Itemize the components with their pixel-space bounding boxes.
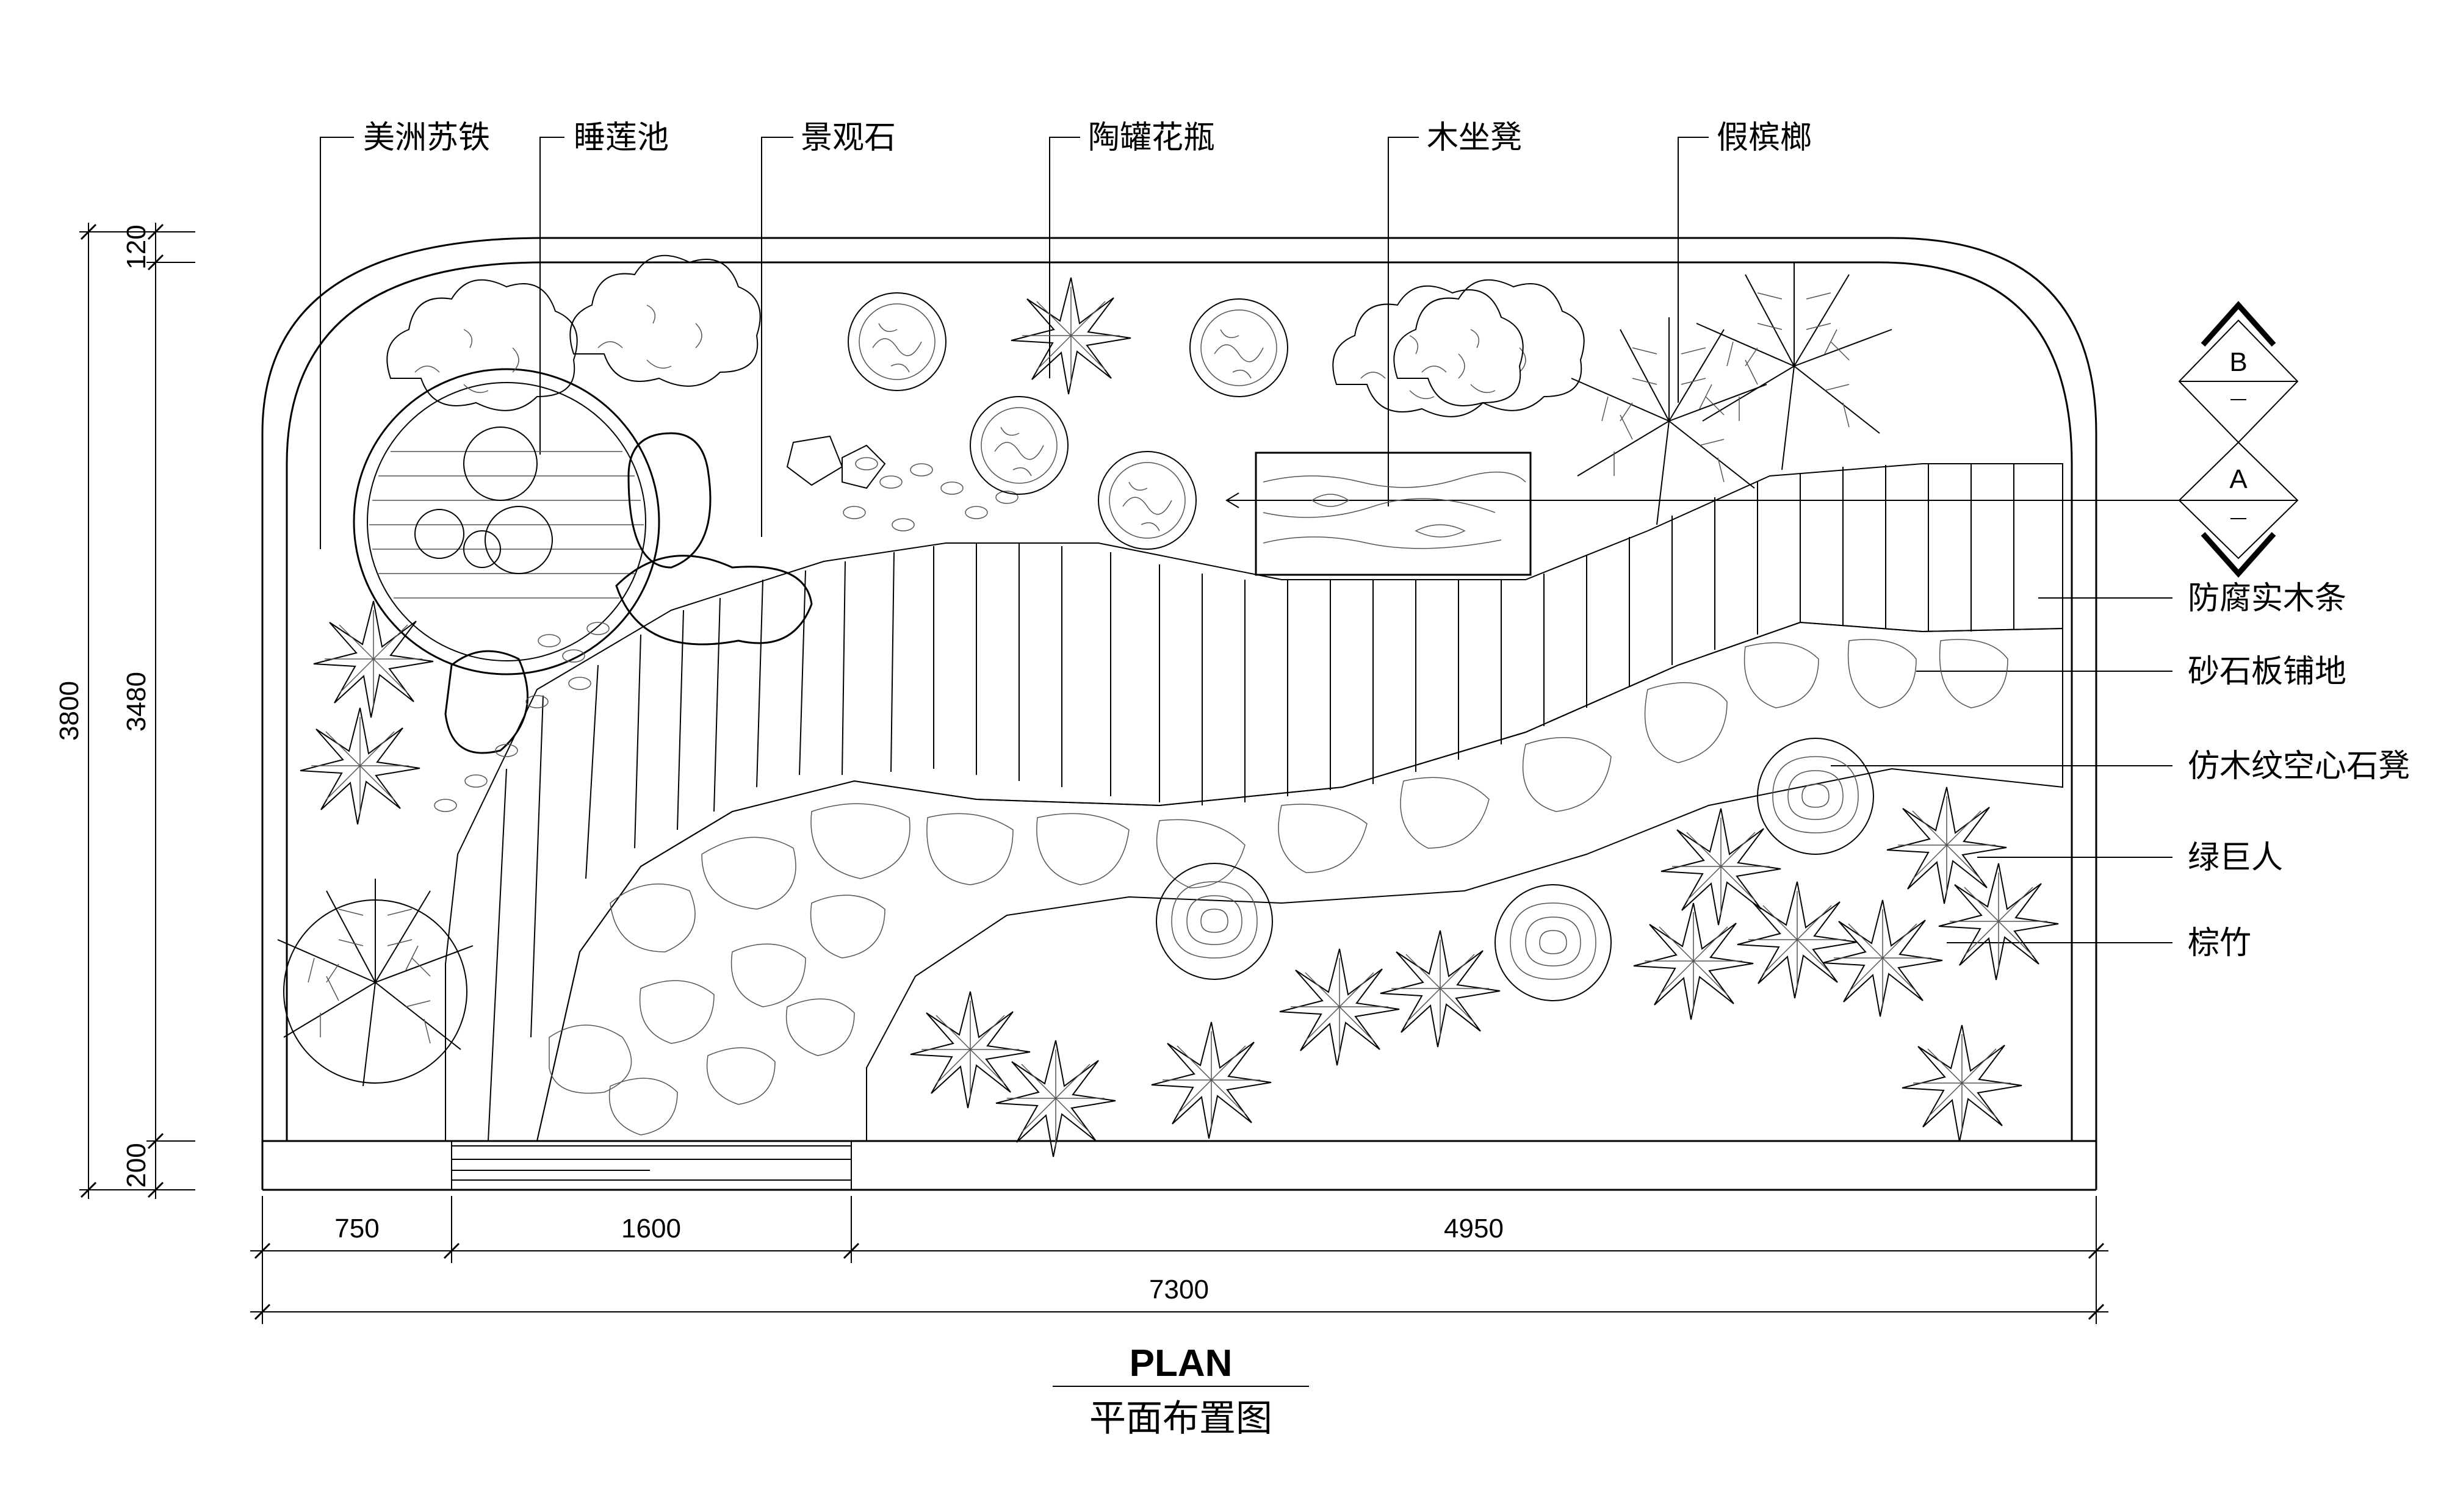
label-text: 睡莲池 [574,120,669,156]
label-text: 仿木纹空心石凳 [2188,748,2410,785]
top-labels: 美洲苏铁 睡莲池 景观石 陶罐花瓶 木坐凳 假槟榔 [320,120,1812,549]
palms [277,262,1892,1087]
label-stone-stool: 仿木纹空心石凳 [1831,748,2410,785]
dim-4950: 4950 [1444,1214,1504,1244]
entrance-steps [451,1141,852,1190]
bottom-dimensions: 750 1600 4950 7300 [250,1196,2108,1324]
gravel-stepping [434,457,1019,812]
timber-boardwalk [445,463,2063,1142]
wooden-bench [1255,452,1532,576]
stone-stools [1156,738,1874,1001]
label-philodendron: 绿巨人 [1977,840,2283,876]
landscape-stones [444,432,886,754]
section-marker-a: A [1225,441,2299,578]
label-text: 绿巨人 [2188,840,2283,876]
dim-3480: 3480 [121,672,151,732]
vase [848,292,946,391]
label-text: 木坐凳 [1427,120,1522,156]
section-markers: B A [1225,301,2299,578]
label-landscape-stone: 景观石 [761,120,896,537]
shrub [1332,285,1524,417]
philodendron [1633,902,1754,1020]
section-letter: A [2229,464,2248,494]
label-pottery-vase: 陶罐花瓶 [1049,120,1215,378]
shrub [386,279,578,411]
dim-120: 120 [121,225,151,269]
lady-palm [1822,899,1943,1017]
dim-3800: 3800 [54,681,84,741]
philodendron [1279,948,1400,1066]
stool [1156,863,1273,980]
dim-1600: 1600 [621,1214,681,1244]
philodendron [1902,1024,2022,1142]
label-text: 防腐实木条 [2188,580,2346,617]
section-marker-b: B [2178,301,2299,444]
dim-200: 200 [121,1143,151,1187]
shrub [569,254,761,387]
sago-palm [300,707,420,825]
right-labels: 防腐实木条 砂石板铺地 仿木纹空心石凳 绿巨人 棕竹 [1831,580,2410,962]
philodendron [1660,808,1781,926]
board-lines [488,464,2014,1142]
label-text: 景观石 [801,120,896,156]
vase [970,396,1069,495]
philodendron [1938,863,2059,981]
label-text: 陶罐花瓶 [1088,120,1215,156]
dim-total: 7300 [1149,1275,1209,1305]
sago-palm [313,600,434,718]
pottery-vases [848,292,1288,550]
vase [1189,298,1288,397]
philodendron [1151,1021,1272,1139]
queen-palm [1571,317,1767,525]
stool [1757,738,1874,855]
label-text: 砂石板铺地 [2188,653,2346,690]
dim-750: 750 [334,1214,379,1244]
section-letter: B [2229,347,2247,377]
agave [1011,277,1131,395]
label-queen-palm: 假槟榔 [1678,120,1812,403]
vase [1098,451,1197,550]
american-cycad [277,878,474,1087]
philodendron [1886,787,2007,904]
label-text: 美洲苏铁 [363,120,490,156]
label-text: 假槟榔 [1717,120,1812,156]
stool [1495,884,1612,1001]
stone-paving [536,621,2063,1142]
shrubs [386,254,1585,417]
shrub [1393,279,1585,411]
label-gravel-paving: 砂石板铺地 [1916,653,2346,690]
site-boundary [261,237,2097,1191]
label-lily-pond: 睡莲池 [539,120,669,455]
label-timber-strip: 防腐实木条 [2038,580,2346,617]
philodendron [1737,881,1858,999]
spiky-plants [300,277,2059,1157]
label-wooden-bench: 木坐凳 [1388,120,1522,506]
title-plan: PLAN [1130,1342,1233,1384]
philodendron [1380,930,1501,1048]
label-text: 棕竹 [2188,925,2251,962]
label-american-cycad: 美洲苏铁 [320,120,490,549]
lily-pond [353,368,660,675]
drawing-title: PLAN 平面布置图 [1053,1342,1309,1440]
philodendron [910,991,1031,1109]
subtitle: 平面布置图 [1089,1397,1272,1440]
queen-palm [1696,262,1892,470]
left-dimensions: 3800 3480 120 200 [54,223,195,1199]
philodendron [995,1040,1116,1157]
